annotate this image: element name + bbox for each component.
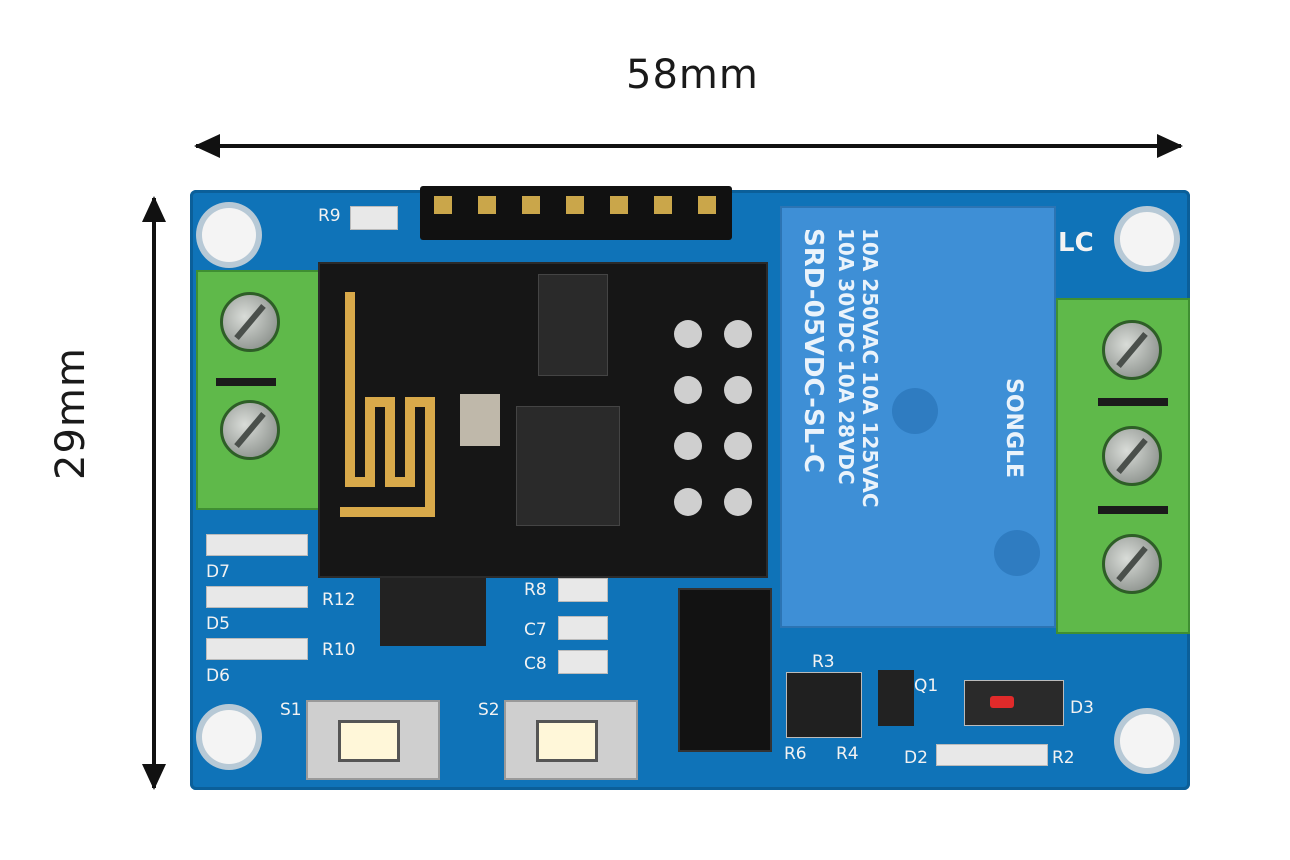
module-pin	[724, 376, 752, 404]
terminal-screw	[220, 292, 280, 352]
label-s1: S1	[280, 700, 302, 720]
header-pin	[522, 196, 540, 214]
label-lc: LC	[1058, 228, 1094, 258]
terminal-screw	[1102, 426, 1162, 486]
mounting-hole-bottom-left	[202, 710, 256, 764]
label-r12: R12	[322, 590, 356, 610]
relay-rating-line-2: 10A 30VDC 10A 28VDC	[834, 228, 858, 485]
pcb-antenna-icon	[340, 292, 435, 517]
label-d3: D3	[1070, 698, 1094, 718]
pin-header	[420, 186, 732, 240]
label-r6: R6	[784, 744, 807, 764]
button-cap[interactable]	[536, 720, 598, 762]
terminal-screw	[1102, 320, 1162, 380]
terminal-divider	[216, 378, 276, 386]
led-d6	[206, 638, 308, 660]
relay-brand-label: SONGLE	[1001, 378, 1026, 479]
label-r3: R3	[812, 652, 835, 672]
diode-d3-marking	[990, 696, 1014, 708]
resistor-array-r3-r6-r4	[786, 672, 862, 738]
label-d7: D7	[206, 562, 230, 582]
button-s1[interactable]	[306, 700, 440, 780]
height-dimension-arrow	[142, 196, 166, 790]
header-pin	[478, 196, 496, 214]
relay-marking-circle	[892, 388, 938, 434]
esp-chip	[516, 406, 620, 526]
label-c8: C8	[524, 654, 547, 674]
crystal	[460, 394, 500, 446]
power-terminal-block	[196, 270, 320, 510]
songle-relay: 10A 250VAC 10A 125VAC 10A 30VDC 10A 28VD…	[780, 206, 1056, 628]
height-dimension-label: 29mm	[48, 347, 94, 480]
width-dimension-arrow	[194, 134, 1183, 158]
relay-model-label: SRD-05VDC-SL-C	[798, 228, 828, 474]
header-pin	[610, 196, 628, 214]
module-pin	[724, 488, 752, 516]
capacitor-c8	[558, 650, 608, 674]
esp-wifi-module	[318, 262, 768, 578]
module-pin	[724, 432, 752, 460]
led-d5	[206, 586, 308, 608]
terminal-screw	[1102, 534, 1162, 594]
module-pin	[674, 376, 702, 404]
label-r2: R2	[1052, 748, 1075, 768]
header-pin	[566, 196, 584, 214]
flash-chip	[538, 274, 608, 376]
label-c7: C7	[524, 620, 547, 640]
label-d5: D5	[206, 614, 230, 634]
label-d6: D6	[206, 666, 230, 686]
capacitor-c7	[558, 616, 608, 640]
led-d7	[206, 534, 308, 556]
module-pin	[674, 488, 702, 516]
label-d2: D2	[904, 748, 928, 768]
relay-marking-circle	[994, 530, 1040, 576]
diode-d3	[964, 680, 1064, 726]
resistor-r8	[558, 578, 608, 602]
resistor-r9	[350, 206, 398, 230]
mounting-hole-bottom-right	[1120, 714, 1174, 768]
relay-rating-line-1: 10A 250VAC 10A 125VAC	[858, 228, 882, 508]
module-pin	[674, 320, 702, 348]
terminal-screw	[220, 400, 280, 460]
mounting-hole-top-left	[202, 208, 256, 262]
label-q1: Q1	[914, 676, 939, 696]
label-r4: R4	[836, 744, 859, 764]
header-pin	[698, 196, 716, 214]
button-s2[interactable]	[504, 700, 638, 780]
label-r8: R8	[524, 580, 547, 600]
mounting-hole-top-right	[1120, 212, 1174, 266]
mode-jumper[interactable]	[678, 588, 772, 752]
label-s2: S2	[478, 700, 500, 720]
module-pin	[674, 432, 702, 460]
module-pin	[724, 320, 752, 348]
label-r10: R10	[322, 640, 356, 660]
label-r9: R9	[318, 206, 341, 226]
header-pin	[434, 196, 452, 214]
led-d2-and-resistor-r2	[936, 744, 1048, 766]
terminal-divider	[1098, 398, 1168, 406]
header-pin	[654, 196, 672, 214]
transistor-q1	[878, 670, 914, 726]
width-dimension-label: 58mm	[626, 52, 759, 98]
terminal-divider	[1098, 506, 1168, 514]
relay-output-terminal-block	[1056, 298, 1190, 634]
control-ic	[380, 578, 486, 646]
button-cap[interactable]	[338, 720, 400, 762]
